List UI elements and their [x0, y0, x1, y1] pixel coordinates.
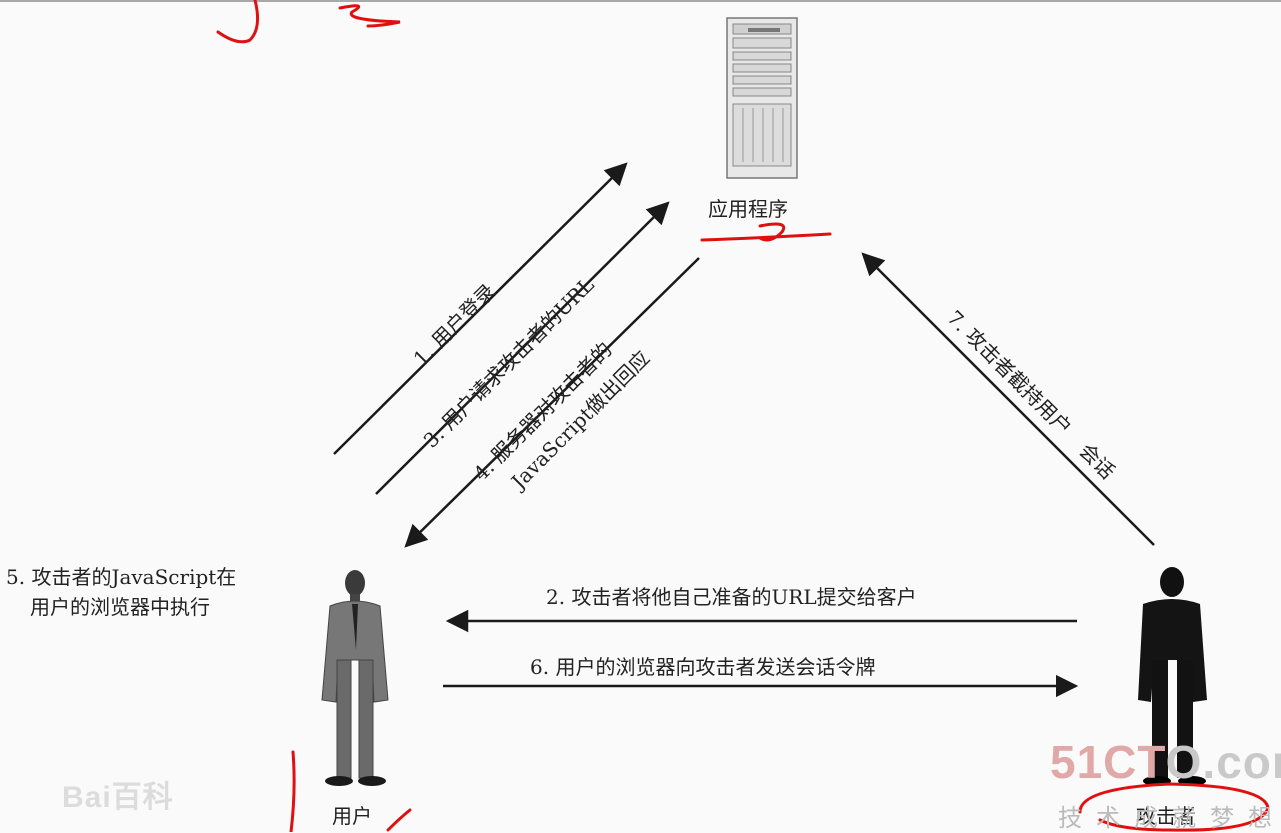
annotation-squiggle-server	[758, 222, 786, 242]
step5-label: 5. 攻击者的JavaScript在 用户的浏览器中执行	[6, 562, 236, 622]
arrow-step1	[333, 162, 628, 455]
server-icon	[726, 17, 798, 179]
step5-label-line1: 5. 攻击者的JavaScript在	[6, 565, 237, 589]
site-watermark-logo: 51CTO.com	[1050, 736, 1281, 788]
user-label: 用户	[332, 804, 372, 828]
step2-label: 2. 攻击者将他自己准备的URL提交给客户	[546, 585, 917, 609]
server-label: 应用程序	[708, 197, 788, 221]
arrow-step4	[404, 257, 700, 548]
attacker-figure-icon	[1138, 567, 1207, 786]
step6-label: 6. 用户的浏览器向攻击者发送会话令牌	[530, 655, 876, 679]
annotation-underline-server	[700, 232, 832, 242]
attacker-label: 攻击者	[1136, 804, 1196, 828]
baidu-watermark: Bai百科	[62, 781, 174, 814]
user-figure-icon	[321, 570, 389, 786]
annotation-stroke-top-left	[216, 0, 260, 44]
annotation-stroke-top	[338, 4, 401, 28]
step5-label-line2: 用户的浏览器中执行	[30, 595, 210, 619]
red-annotations	[216, 0, 1270, 832]
annotation-circle-attacker	[1078, 782, 1270, 832]
annotation-vertical-user	[289, 750, 296, 832]
site-watermark-slogan: 技术成就梦想	[1058, 805, 1281, 832]
arrow-step7	[861, 252, 1155, 546]
arrow-step3	[375, 201, 670, 495]
annotation-tick-user	[386, 808, 412, 832]
